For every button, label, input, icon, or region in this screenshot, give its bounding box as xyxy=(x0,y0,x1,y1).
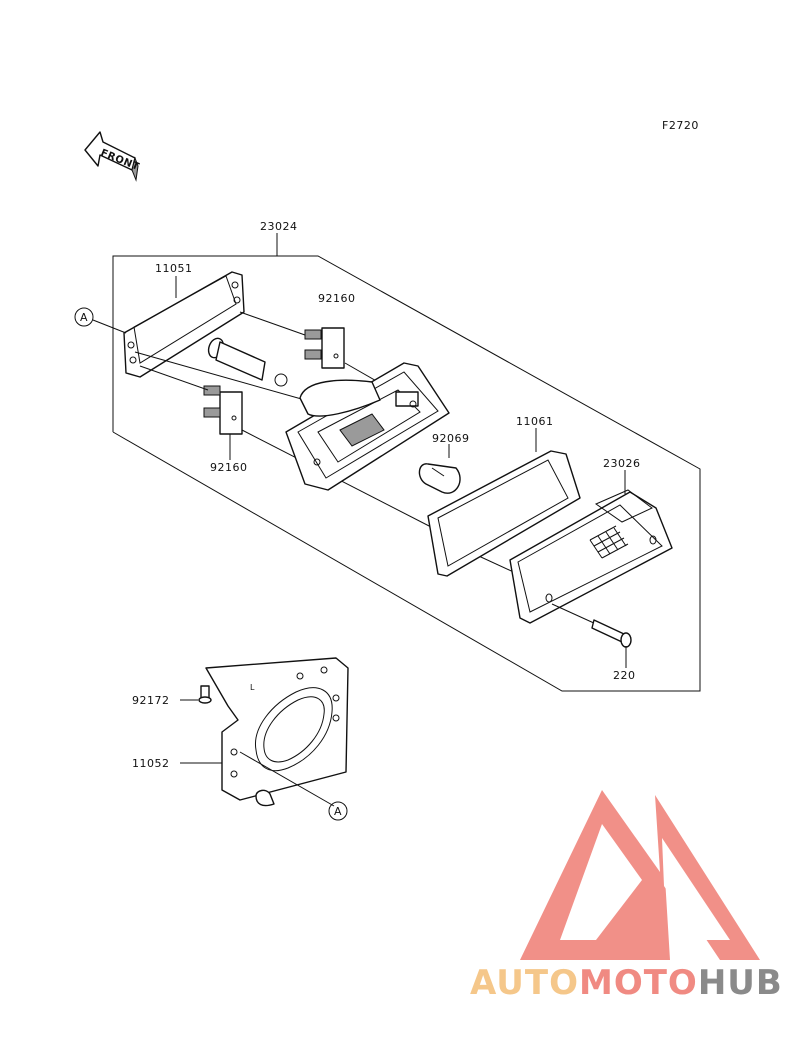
label-socket-upper: 92160 xyxy=(318,292,356,305)
gasket xyxy=(427,450,581,577)
watermark-auto: AUTO xyxy=(470,963,579,1003)
label-bulb: 92069 xyxy=(432,432,470,445)
label-assembly: 23024 xyxy=(260,220,298,233)
watermark-text: AUTOMOTOHUB xyxy=(470,963,783,1003)
lamp-housing xyxy=(285,362,450,491)
ref-marker-lower: A xyxy=(328,801,348,821)
label-lens: 23026 xyxy=(603,457,641,470)
lower-bracket: L xyxy=(205,657,349,807)
label-grommet: 92172 xyxy=(132,694,170,707)
assembly-outline xyxy=(112,233,701,692)
watermark-logo: AUTOMOTOHUB xyxy=(470,790,783,1003)
ref-marker-upper-label: A xyxy=(80,311,88,324)
watermark-hub: HUB xyxy=(698,963,783,1003)
wedge-bulb xyxy=(207,337,288,387)
socket-upper xyxy=(304,327,345,369)
socket-lower xyxy=(203,385,243,435)
watermark-moto: MOTO xyxy=(579,963,698,1003)
ref-marker-upper: A xyxy=(74,307,94,327)
label-gasket: 11061 xyxy=(516,415,554,428)
grommet-92172 xyxy=(198,685,212,704)
upper-bracket xyxy=(123,271,245,378)
figure-code: F2720 xyxy=(662,119,699,132)
svg-text:L: L xyxy=(250,683,255,692)
label-lower-bracket: 11052 xyxy=(132,757,170,770)
bulb-92069 xyxy=(418,463,461,494)
lens xyxy=(509,489,673,624)
label-screw: 220 xyxy=(613,669,636,682)
label-socket-lower: 92160 xyxy=(210,461,248,474)
ref-marker-lower-label: A xyxy=(334,805,342,818)
front-arrow-icon: FRONT xyxy=(84,131,141,182)
screw-220 xyxy=(551,603,632,648)
label-upper-bracket: 11051 xyxy=(155,262,193,275)
lens-grid xyxy=(589,525,629,559)
